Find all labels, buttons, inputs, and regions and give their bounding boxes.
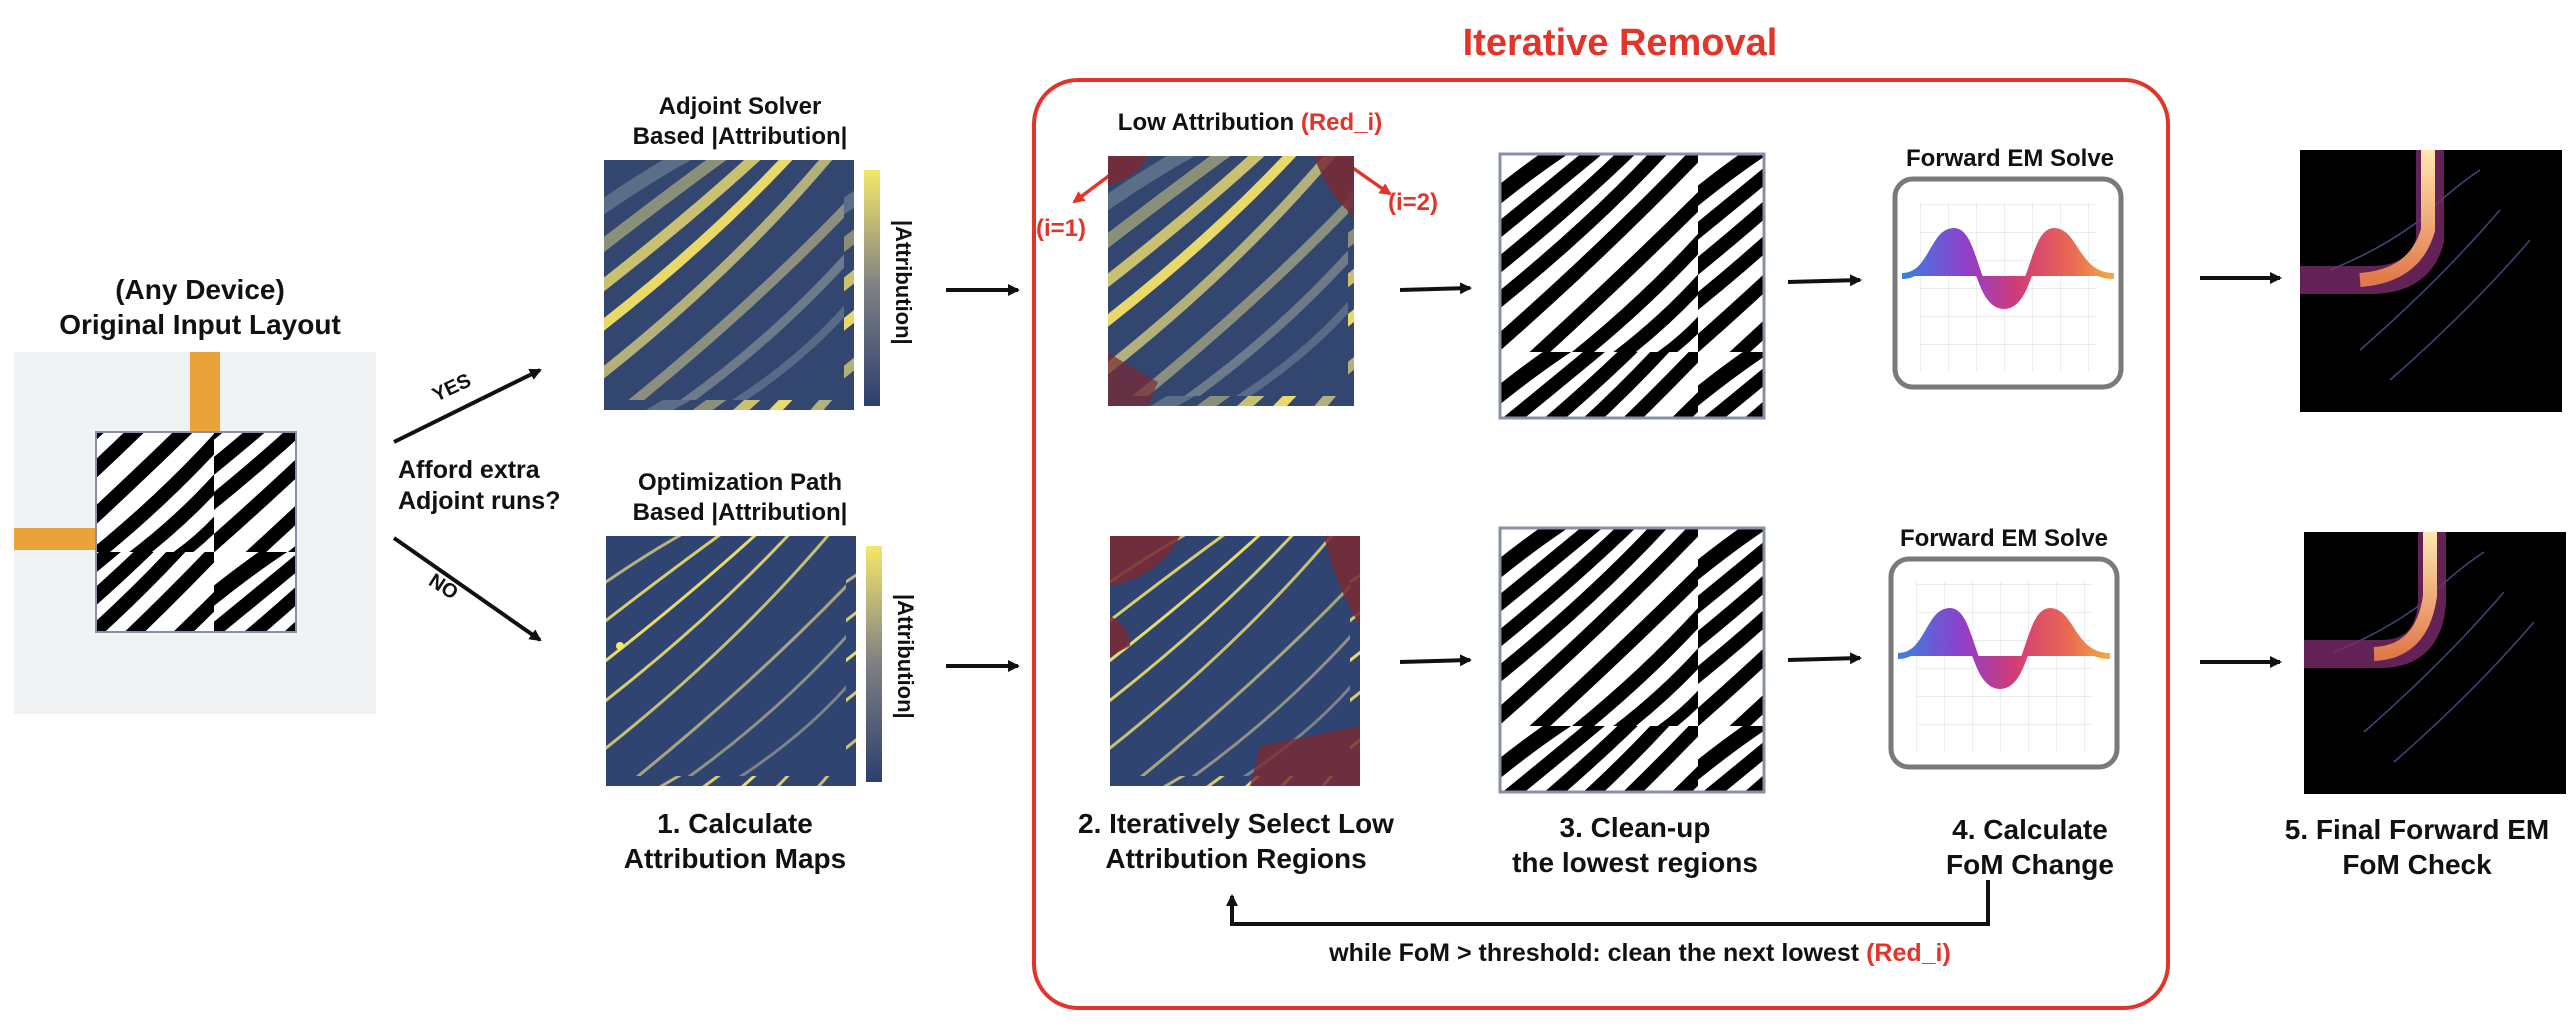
step2-label-line1: 2. Iteratively Select Low bbox=[1078, 808, 1394, 839]
selected-regions-map-bottom bbox=[1110, 536, 1360, 786]
optimization-colorbar bbox=[866, 546, 882, 782]
maps-to-removal-arrows bbox=[946, 284, 1020, 672]
final-field-map-top bbox=[2300, 150, 2562, 412]
step5-label-line2: FoM Check bbox=[2342, 849, 2492, 880]
low-attribution-red: (Red_i) bbox=[1300, 109, 1383, 136]
input-layout-panel bbox=[14, 352, 376, 714]
step3-label-line2: the lowest regions bbox=[1512, 847, 1758, 878]
input-waveguide-top bbox=[190, 352, 220, 432]
cleaned-layout-top bbox=[1498, 152, 1766, 420]
arrow-bottom-step2 bbox=[1399, 654, 1472, 667]
input-title: (Any Device) Original Input Layout bbox=[20, 272, 380, 342]
yes-arrow bbox=[393, 368, 542, 444]
step3-label-line1: 3. Clean-up bbox=[1559, 812, 1711, 843]
optimization-attribution-map bbox=[606, 536, 856, 786]
forward-solve-title-top: Forward EM Solve bbox=[1905, 145, 2115, 172]
red-region bbox=[1108, 352, 1158, 406]
input-title-line2: Original Input Layout bbox=[59, 309, 341, 340]
low-attribution-prefix: Low Attribution bbox=[1117, 109, 1295, 136]
field-glow bbox=[2373, 532, 2437, 661]
decision-arrows bbox=[392, 368, 542, 642]
step1-label-line1: 1. Calculate bbox=[657, 808, 813, 839]
decision-question-line2: Adjoint runs? bbox=[398, 487, 561, 516]
field-glow bbox=[2359, 150, 2435, 287]
step3-label: 3. Clean-up the lowest regions bbox=[1480, 810, 1790, 880]
arrow-bottom-step3 bbox=[1787, 652, 1862, 665]
adjoint-colorbar bbox=[864, 170, 880, 406]
step2-label-line2: Attribution Regions bbox=[1105, 843, 1367, 874]
red-region bbox=[1314, 156, 1354, 216]
loop-label: while FoM > threshold: clean the next lo… bbox=[1260, 938, 2020, 969]
adjoint-map-title-line2: Based |Attribution| bbox=[632, 123, 848, 150]
i2-label: (i=2) bbox=[1388, 189, 1439, 216]
iterative-removal-box bbox=[1032, 78, 2170, 1010]
no-arrow bbox=[392, 536, 542, 642]
step4-label: 4. Calculate FoM Change bbox=[1880, 812, 2180, 882]
adjoint-colorbar-label: |Attribution| bbox=[891, 220, 916, 345]
step2-to-step3-arrows bbox=[1399, 282, 1472, 667]
adjoint-attribution-map bbox=[604, 160, 854, 410]
input-device-image bbox=[14, 352, 297, 633]
red-region bbox=[1324, 536, 1360, 626]
loop-label-red: (Red_i) bbox=[1866, 939, 1951, 967]
iterative-removal-title: Iterative Removal bbox=[1462, 22, 1778, 64]
red-region bbox=[1110, 536, 1180, 586]
optimization-map-title-line2: Based |Attribution| bbox=[632, 499, 848, 526]
final-field-map-bottom bbox=[2304, 532, 2566, 794]
forward-solve-icon-top bbox=[1892, 176, 2124, 390]
decision-question: Afford extra Adjoint runs? bbox=[398, 455, 588, 518]
decision-question-line1: Afford extra bbox=[398, 456, 540, 484]
optimization-colorbar-label: |Attribution| bbox=[893, 594, 918, 719]
input-title-line1: (Any Device) bbox=[115, 274, 285, 305]
loop-label-text: while FoM > threshold: clean the next lo… bbox=[1329, 939, 1860, 967]
step1-label-line2: Attribution Maps bbox=[623, 843, 847, 874]
optimization-map-title-line1: Optimization Path bbox=[638, 469, 842, 496]
cleaned-layout-bottom bbox=[1498, 526, 1766, 794]
step5-label: 5. Final Forward EM FoM Check bbox=[2262, 812, 2572, 882]
wave-icon bbox=[1897, 607, 2111, 690]
step4-label-line2: FoM Change bbox=[1946, 849, 2114, 880]
adjoint-map-title-line1: Adjoint Solver bbox=[658, 93, 822, 120]
step3-to-step4-arrows bbox=[1787, 274, 1862, 665]
forward-solve-title-bottom: Forward EM Solve bbox=[1899, 525, 2109, 552]
arrow-top-step2 bbox=[1399, 282, 1472, 295]
red-region bbox=[1250, 726, 1360, 786]
removal-to-final-arrows bbox=[2200, 272, 2282, 668]
step2-label: 2. Iteratively Select Low Attribution Re… bbox=[1056, 806, 1416, 876]
red-region bbox=[1108, 156, 1148, 186]
selected-regions-map-top bbox=[1108, 156, 1354, 406]
arrow-top-step3 bbox=[1787, 274, 1862, 287]
adjoint-map-title: Adjoint Solver Based |Attribution| bbox=[590, 92, 890, 152]
input-waveguide-left bbox=[14, 528, 98, 550]
i1-label: (i=1) bbox=[1036, 215, 1087, 242]
optimization-map-title: Optimization Path Based |Attribution| bbox=[580, 468, 900, 528]
forward-solve-icon-bottom bbox=[1888, 556, 2120, 770]
low-attribution-label: Low Attribution (Red_i) bbox=[1090, 108, 1410, 138]
loop-arrow bbox=[1226, 880, 1990, 926]
wave-icon bbox=[1901, 227, 2115, 310]
step1-label: 1. Calculate Attribution Maps bbox=[590, 806, 880, 876]
step5-label-line1: 5. Final Forward EM bbox=[2284, 814, 2550, 845]
red-arrow-i2 bbox=[1348, 164, 1392, 196]
input-layout-pattern bbox=[95, 431, 297, 633]
red-region bbox=[1110, 616, 1130, 656]
step4-label-line1: 4. Calculate bbox=[1952, 814, 2108, 845]
